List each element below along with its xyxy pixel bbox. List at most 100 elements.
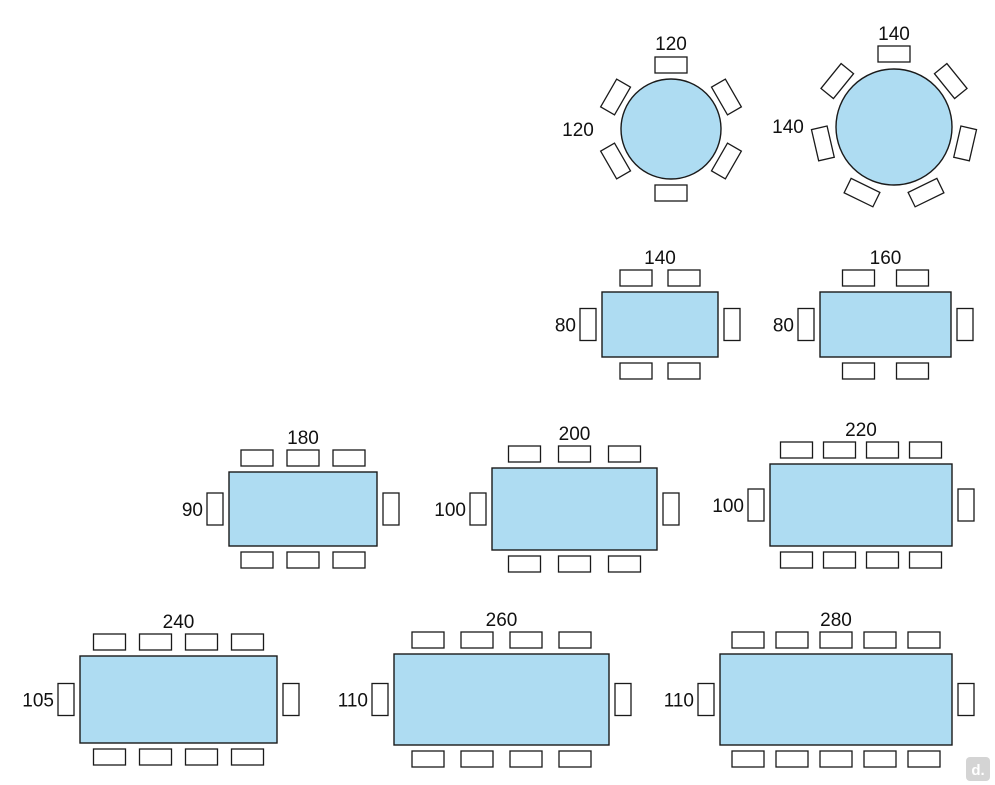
chair: [654, 56, 688, 74]
chair-top: [865, 441, 900, 459]
depth-label: 80: [555, 316, 576, 337]
chair: [933, 62, 968, 100]
chair-right-end: [723, 307, 741, 342]
chair-right-end: [614, 682, 632, 717]
chair-bottom: [863, 750, 897, 768]
width-label: 240: [163, 612, 195, 633]
chair-bottom: [908, 551, 943, 569]
table-rect-220x100: [747, 441, 975, 569]
chair-bottom: [731, 750, 765, 768]
chair-right-end: [282, 682, 300, 717]
chair: [710, 142, 743, 180]
chair-top: [895, 269, 930, 287]
rect-table-top: [393, 653, 610, 746]
width-label: 160: [870, 248, 902, 269]
watermark-logo: d.: [966, 757, 990, 781]
watermark-box: [966, 757, 990, 781]
chair-bottom: [619, 362, 653, 380]
table-rect-140x80: [579, 269, 741, 380]
chair-bottom: [286, 551, 320, 569]
chair-bottom: [509, 750, 543, 768]
width-label: 120: [655, 34, 687, 55]
chair-top: [460, 631, 494, 649]
chair-left-end: [469, 492, 487, 526]
chair: [599, 78, 632, 116]
chair: [952, 125, 978, 162]
rect-table-top: [491, 467, 658, 551]
chair-left-end: [579, 307, 597, 342]
chair-left-end: [57, 682, 75, 717]
table-rect-260x110: [371, 631, 632, 768]
chair-right-end: [956, 307, 974, 342]
chair-bottom: [775, 750, 809, 768]
chair-bottom: [460, 750, 494, 768]
width-label: 200: [559, 424, 591, 445]
table-rect-200x100: [469, 445, 680, 573]
table-rect-180x90: [206, 449, 400, 569]
chair-bottom: [138, 748, 173, 766]
chair-bottom: [557, 555, 592, 573]
chair-bottom: [819, 750, 853, 768]
chair-bottom: [332, 551, 366, 569]
table-rect-160x80: [797, 269, 974, 380]
chair-top: [332, 449, 366, 467]
chair-top: [286, 449, 320, 467]
round-table-top: [620, 78, 722, 180]
chair-top: [841, 269, 876, 287]
depth-label: 140: [772, 117, 804, 138]
chair-top: [509, 631, 543, 649]
chair-top: [92, 633, 127, 651]
chair-bottom: [865, 551, 900, 569]
table-rect-240x105: [57, 633, 300, 766]
depth-label: 105: [22, 691, 54, 712]
chair-bottom: [411, 750, 445, 768]
chair-left-end: [697, 682, 715, 717]
chair-right-end: [957, 488, 975, 522]
rect-table-top: [79, 655, 278, 744]
depth-label: 90: [182, 500, 203, 521]
table-round-120: [599, 56, 743, 202]
chair-left-end: [371, 682, 389, 717]
chair-right-end: [662, 492, 680, 526]
width-label: 180: [287, 428, 319, 449]
chair-right-end: [382, 492, 400, 526]
chair: [810, 125, 836, 162]
chair-bottom: [895, 362, 930, 380]
chair-top: [731, 631, 765, 649]
chair-bottom: [822, 551, 857, 569]
chair: [599, 142, 632, 180]
width-label: 260: [486, 610, 518, 631]
chair-top: [775, 631, 809, 649]
table-rect-280x110: [697, 631, 975, 768]
chair-top: [240, 449, 274, 467]
chair-left-end: [797, 307, 815, 342]
watermark-text: d.: [971, 762, 984, 779]
depth-label: 110: [338, 691, 368, 712]
chair-top: [411, 631, 445, 649]
chair-top: [507, 445, 542, 463]
chair-top: [138, 633, 173, 651]
rect-table-top: [719, 653, 953, 746]
chair-left-end: [206, 492, 224, 526]
chair-top: [779, 441, 814, 459]
width-label: 220: [845, 420, 877, 441]
round-table-top: [835, 68, 953, 186]
chair-top: [619, 269, 653, 287]
chair-left-end: [747, 488, 765, 522]
depth-label: 80: [773, 316, 794, 337]
chair-top: [558, 631, 592, 649]
depth-label: 120: [562, 120, 594, 141]
width-label: 140: [878, 24, 910, 45]
chair: [843, 177, 881, 208]
chair: [877, 45, 911, 63]
chair-bottom: [507, 555, 542, 573]
chair-bottom: [667, 362, 701, 380]
chair-bottom: [607, 555, 642, 573]
chair-top: [819, 631, 853, 649]
chair-top: [908, 441, 943, 459]
chair-bottom: [184, 748, 219, 766]
chair-top: [607, 445, 642, 463]
chair-top: [667, 269, 701, 287]
chair: [710, 78, 743, 116]
